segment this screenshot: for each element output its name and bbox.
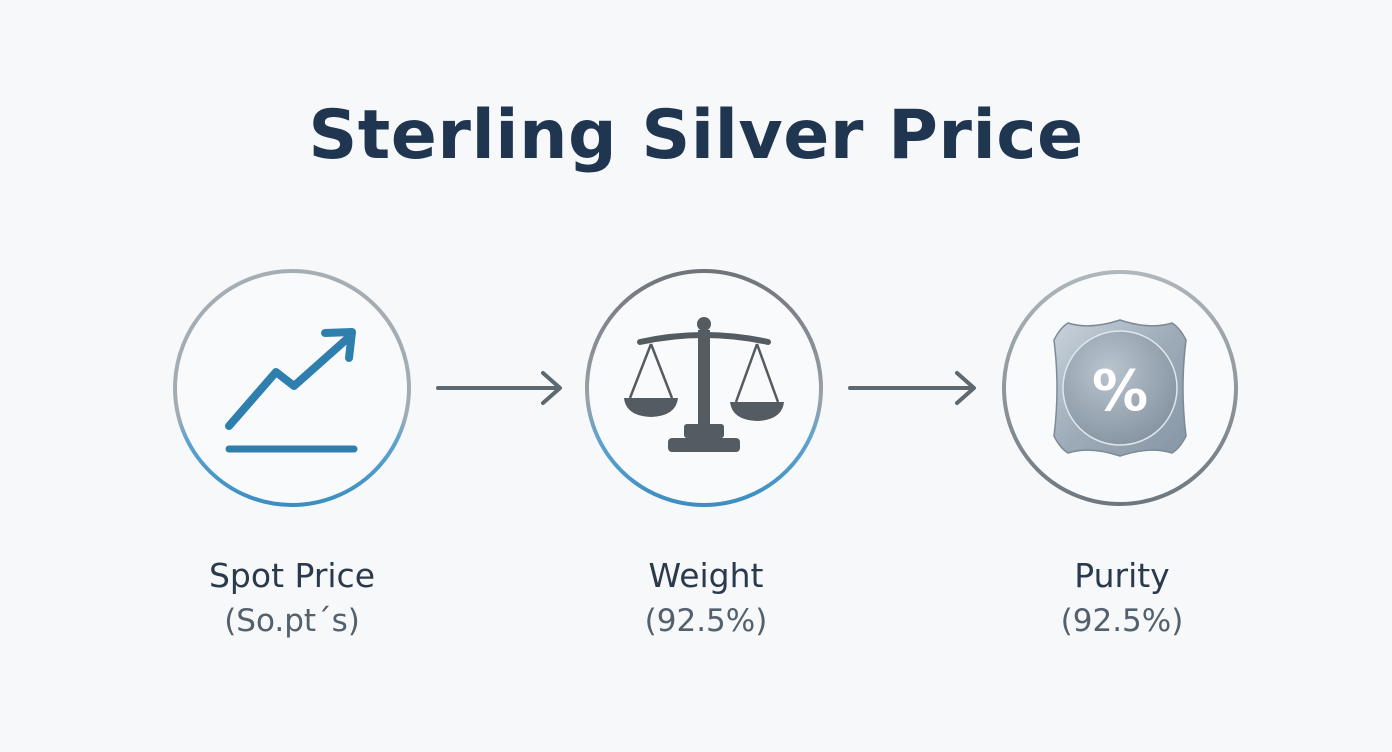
step-subtitle: (92.5%) — [644, 603, 768, 639]
step-title: Weight — [648, 556, 764, 595]
step-weight — [585, 269, 823, 507]
percent-symbol: % — [1092, 359, 1148, 424]
step-label-spot-price: Spot Price (So.pt´s) — [142, 556, 442, 642]
flow-arrow — [436, 371, 562, 405]
step-label-purity: Purity (92.5%) — [972, 556, 1272, 642]
step-title: Purity — [1074, 556, 1170, 595]
step-purity: % — [1002, 270, 1238, 506]
step-label-weight: Weight (92.5%) — [556, 556, 856, 642]
step-spot-price — [173, 269, 411, 507]
flow-arrow — [848, 371, 976, 405]
step-subtitle: (92.5%) — [1060, 603, 1184, 639]
step-title: Spot Price — [208, 556, 375, 595]
step-subtitle: (So.pt´s) — [224, 603, 360, 639]
page-title: Sterling Silver Price — [308, 96, 1084, 175]
trend-up-icon — [225, 328, 358, 453]
balance-scale-icon — [624, 317, 784, 452]
percent-badge-icon: % — [1053, 319, 1187, 457]
